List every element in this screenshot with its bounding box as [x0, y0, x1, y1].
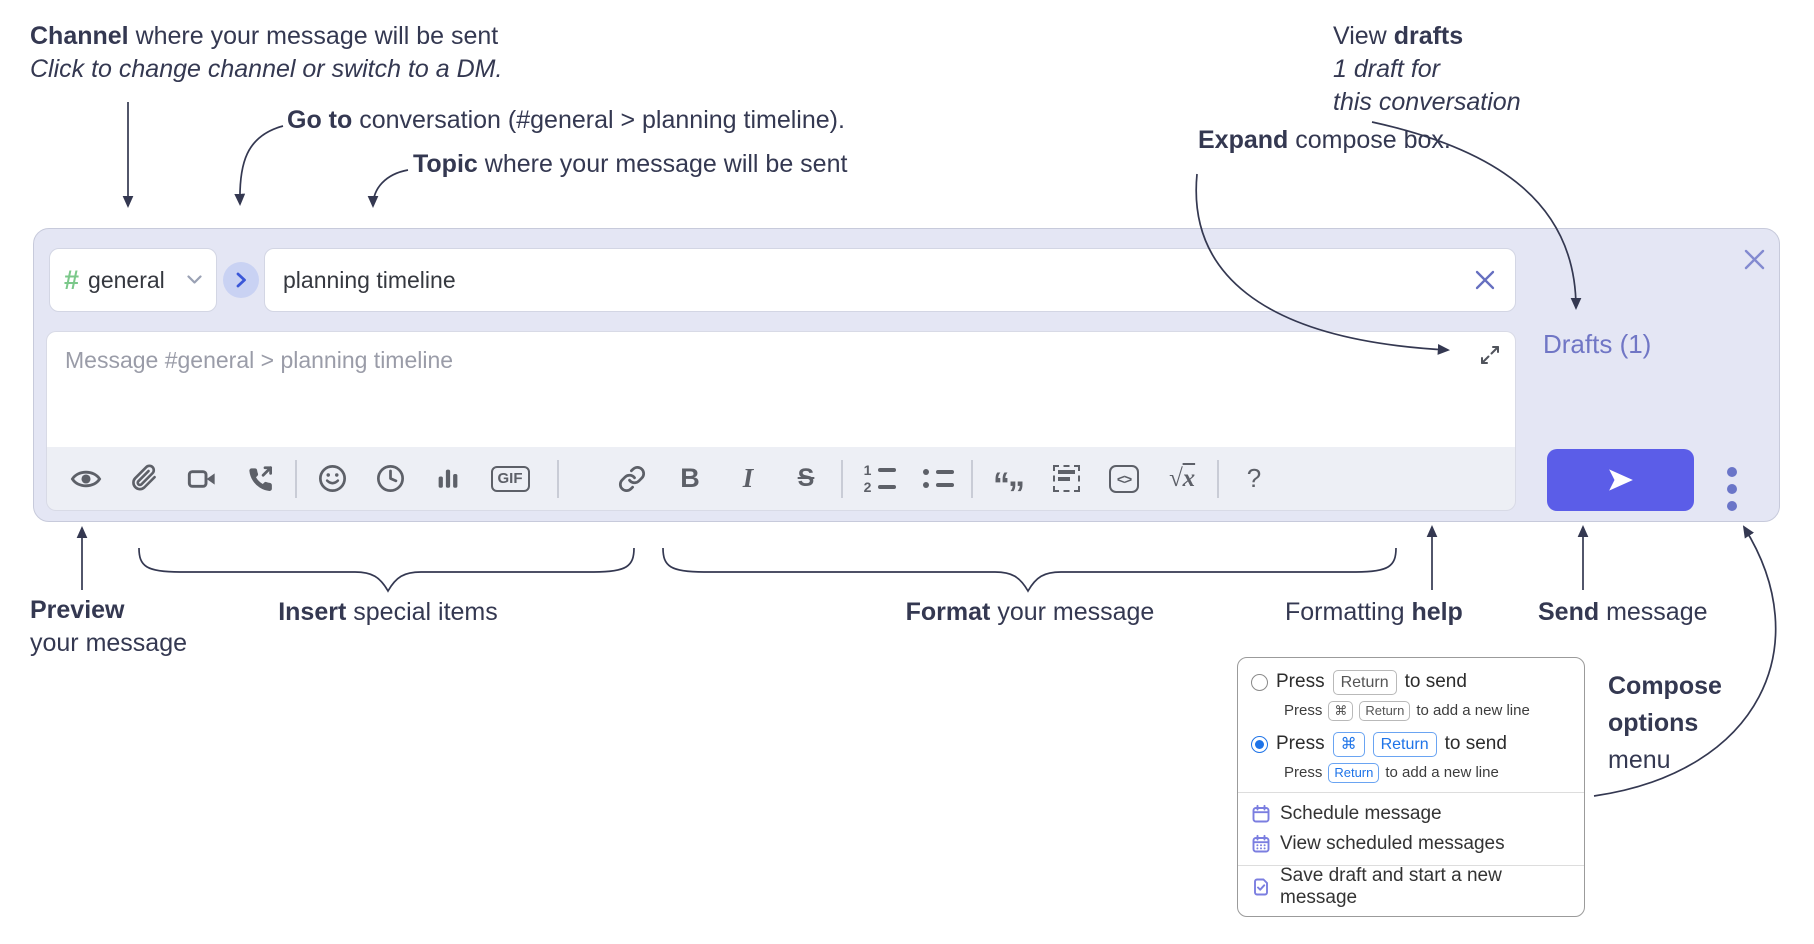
- connector-goto: [234, 125, 284, 207]
- key-cmd: ⌘: [1328, 700, 1354, 721]
- connector-topic: [367, 169, 409, 209]
- voice-call-icon[interactable]: [231, 464, 289, 494]
- send-icon: [1608, 469, 1633, 491]
- toolbar-separator: [971, 459, 973, 498]
- expand-compose-button[interactable]: [1477, 342, 1503, 368]
- compose-options-popup: Press Return to send Press ⌘ Return to a…: [1237, 657, 1585, 917]
- key-return: Return: [1372, 731, 1437, 757]
- chevron-down-icon: [187, 275, 202, 284]
- quote-icon[interactable]: “”: [993, 465, 1025, 513]
- preview-icon[interactable]: [57, 463, 115, 495]
- message-placeholder: Message #general > planning timeline: [65, 347, 454, 373]
- option-press-return-subtext: Press ⌘ Return to add a new line: [1284, 700, 1530, 721]
- math-icon[interactable]: √x: [1168, 464, 1196, 492]
- message-input[interactable]: Message #general > planning timeline: [46, 331, 1516, 447]
- popup-divider: [1238, 865, 1584, 866]
- italic-icon[interactable]: I: [742, 463, 754, 493]
- brace-insert: [138, 547, 635, 593]
- expand-icon: [1481, 346, 1499, 364]
- channel-hash-icon: #: [64, 264, 80, 295]
- annotation-topic: Topic where your message will be sent: [413, 150, 848, 178]
- popup-divider: [1238, 792, 1584, 793]
- menu-item-view-scheduled-messages[interactable]: View scheduled messages: [1238, 829, 1584, 859]
- annotation-channel: Channel where your message will be sent …: [30, 20, 502, 86]
- key-return: Return: [1332, 669, 1397, 695]
- annotation-goto: Go to conversation (#general > planning …: [287, 106, 845, 134]
- code-icon[interactable]: <>: [1095, 464, 1153, 493]
- poll-icon[interactable]: [419, 464, 477, 494]
- compose-options-menu-button[interactable]: [1720, 455, 1744, 523]
- emoji-icon[interactable]: [303, 463, 361, 494]
- drafts-link[interactable]: Drafts (1): [1543, 329, 1652, 359]
- annotation-compose-options: Compose options menu: [1608, 672, 1722, 774]
- link-icon[interactable]: [603, 464, 661, 494]
- key-cmd: ⌘: [1332, 731, 1365, 757]
- chevron-right-icon: [236, 272, 246, 288]
- gif-icon[interactable]: GIF: [477, 465, 543, 492]
- bold-icon[interactable]: B: [680, 463, 700, 493]
- option-press-cmd-return[interactable]: Press ⌘ Return to send: [1238, 729, 1584, 759]
- clear-topic-button[interactable]: [1473, 268, 1497, 292]
- brace-format: [662, 547, 1397, 593]
- annotation-view-drafts: View drafts 1 draft for this conversatio…: [1333, 22, 1521, 116]
- option-press-return[interactable]: Press Return to send: [1238, 667, 1584, 697]
- calendar-icon: [1252, 804, 1270, 823]
- annotation-channel-bold: Channel: [30, 22, 129, 50]
- topic-input[interactable]: [283, 266, 1473, 294]
- key-return: Return: [1328, 762, 1380, 783]
- close-icon: [1475, 270, 1495, 290]
- formatting-help-icon[interactable]: ?: [1246, 463, 1262, 493]
- annotation-channel-line2: Click to change channel or switch to a D…: [30, 55, 503, 83]
- annotation-preview: Preview your message: [30, 596, 188, 657]
- toolbar-separator: [557, 459, 559, 498]
- toolbar-separator: [1217, 459, 1219, 498]
- spoiler-icon[interactable]: [1037, 465, 1095, 492]
- close-icon: [1744, 249, 1764, 269]
- option-press-cmd-return-subtext: Press Return to add a new line: [1284, 762, 1499, 783]
- toolbar-separator: [841, 459, 843, 498]
- annotation-format: Format your message: [905, 598, 1155, 626]
- radio-selected-icon[interactable]: [1251, 735, 1268, 753]
- toolbar-separator: [295, 459, 297, 498]
- strikethrough-icon[interactable]: S: [797, 464, 815, 492]
- menu-item-schedule-message[interactable]: Schedule message: [1238, 799, 1584, 829]
- radio-unselected-icon[interactable]: [1251, 673, 1268, 691]
- bulleted-list-icon[interactable]: [907, 469, 965, 488]
- annotation-send: Send message: [1538, 598, 1708, 626]
- channel-name: general: [88, 266, 165, 293]
- global-time-icon[interactable]: [361, 463, 419, 494]
- go-to-conversation-button[interactable]: [223, 262, 259, 298]
- channel-selector[interactable]: # general: [49, 248, 217, 312]
- annotation-formatting-help: Formatting help: [1285, 598, 1463, 626]
- annotation-expand: Expand compose box.: [1198, 126, 1451, 154]
- annotation-insert: Insert special items: [278, 598, 498, 626]
- close-compose-button[interactable]: [1739, 244, 1769, 274]
- compose-box: # general Message #genera: [33, 228, 1780, 522]
- draft-file-icon: [1254, 878, 1268, 896]
- send-button[interactable]: [1547, 449, 1694, 511]
- topic-field: [264, 248, 1516, 312]
- video-call-icon[interactable]: [173, 463, 231, 495]
- menu-item-save-draft[interactable]: Save draft and start a new message: [1238, 865, 1584, 908]
- annotation-channel-rest: where your message will be sent: [128, 22, 499, 50]
- attach-file-icon[interactable]: [115, 463, 173, 494]
- key-return: Return: [1359, 700, 1411, 721]
- calendar-days-icon: [1252, 834, 1270, 853]
